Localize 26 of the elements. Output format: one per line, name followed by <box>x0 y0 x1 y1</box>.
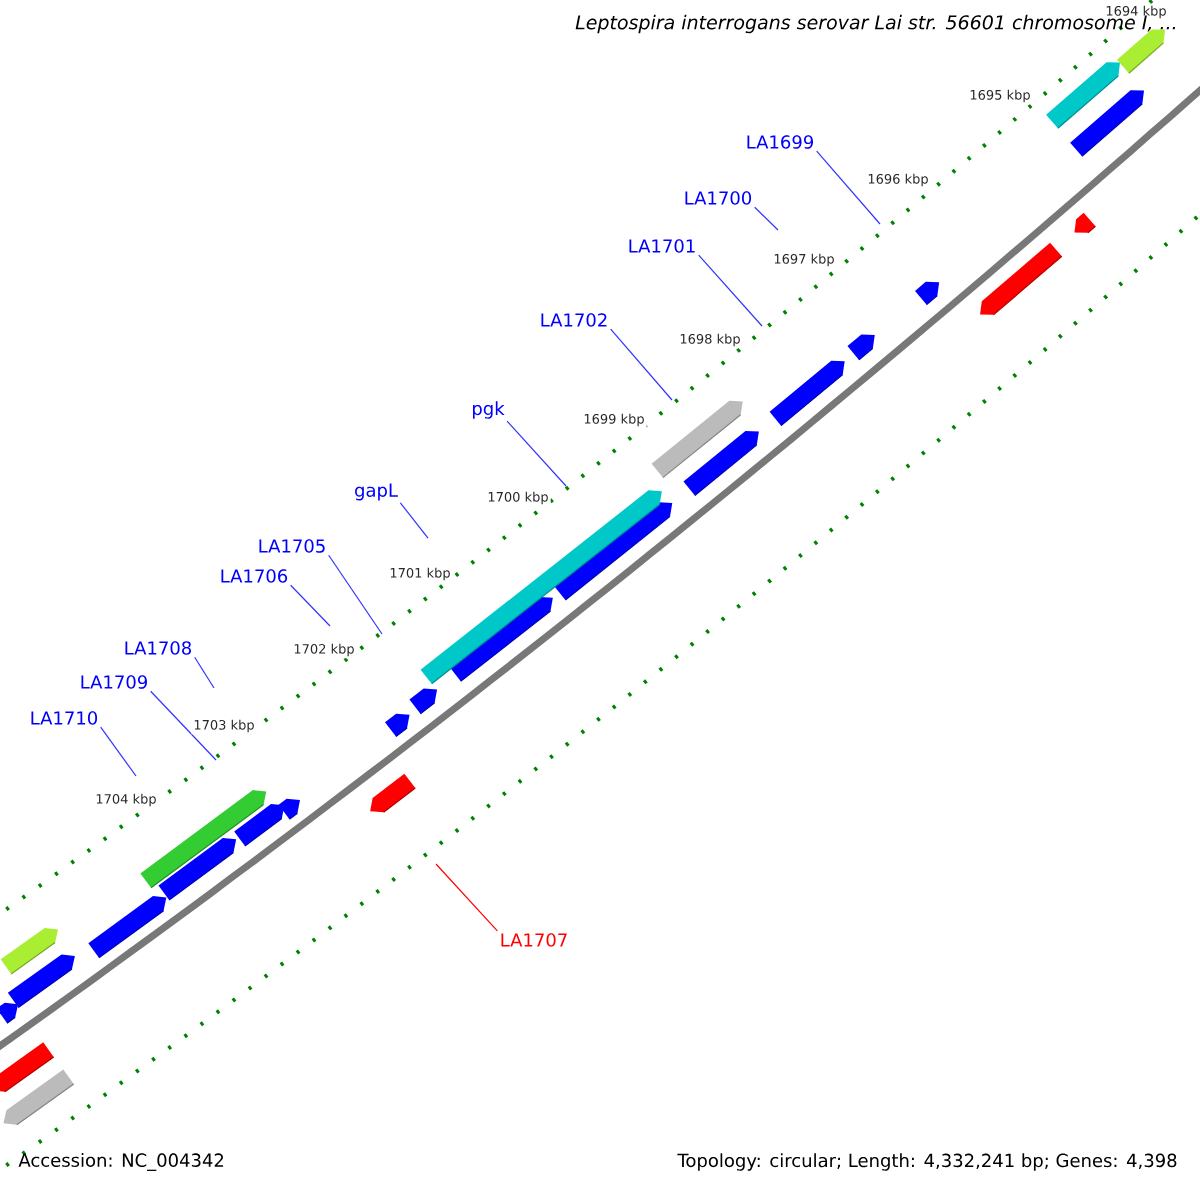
gene-label: pgk <box>473 401 505 419</box>
gene-label: LA1700 <box>685 191 752 205</box>
gene-label: LA1701 <box>629 239 695 253</box>
footer-text: Topology: circular; Length: 4,332,241 bp; Genes: 4,398 <box>677 1153 1177 1171</box>
leader-line <box>150 690 217 761</box>
leader-line <box>506 420 567 487</box>
leader-line <box>290 584 331 627</box>
gene-label: LA1705 <box>259 539 325 553</box>
leader-line <box>328 554 383 635</box>
leader-line <box>100 726 137 777</box>
gene-label: LA1706 <box>221 569 288 583</box>
gene-label: LA1708 <box>125 641 191 655</box>
gene-label: LA1707 <box>501 933 567 947</box>
leader-line <box>610 328 673 401</box>
leader-line <box>194 656 215 689</box>
gene-label: LA1710 <box>31 711 98 725</box>
leader-line <box>816 150 881 225</box>
gene-label: LA1709 <box>81 675 147 689</box>
leader-line <box>435 863 498 932</box>
gene-label: LA1699 <box>747 135 813 149</box>
gene-label: LA1702 <box>541 313 607 327</box>
leader-line <box>399 502 429 539</box>
gene-label: gapL <box>355 483 398 501</box>
footer-text: Accession: NC_004342 <box>18 1153 224 1171</box>
leader-line <box>698 254 763 327</box>
leader-line <box>754 206 779 231</box>
